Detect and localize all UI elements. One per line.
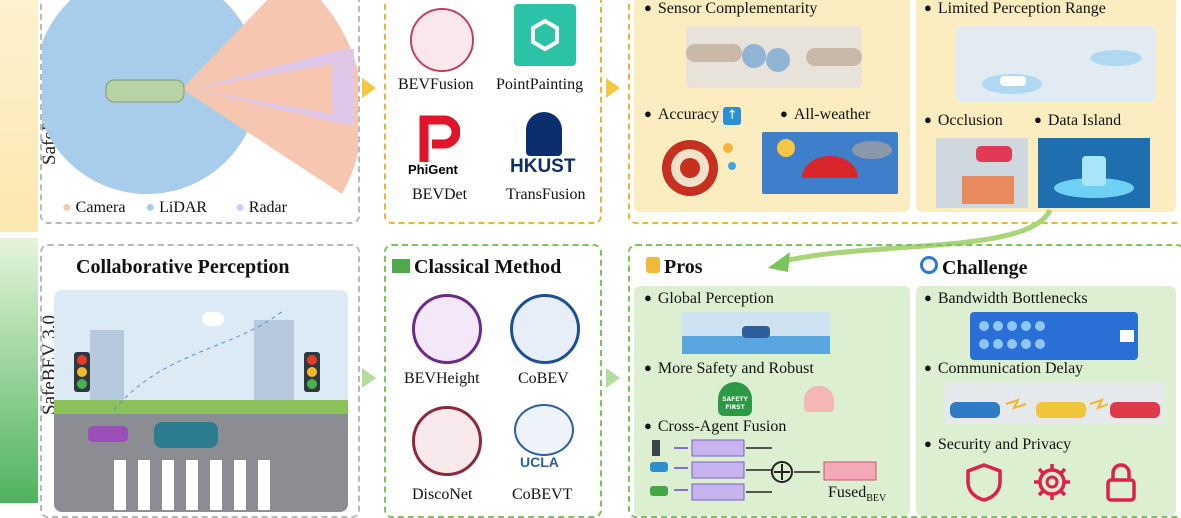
method-label: CoBEVT xyxy=(512,486,573,503)
data-island-image xyxy=(1038,138,1150,208)
challenge-title: Challenge xyxy=(920,256,1028,280)
pros-item: Global Perception xyxy=(644,290,774,308)
collab-title: Collaborative Perception xyxy=(76,256,290,278)
limit-item: Occlusion xyxy=(924,112,1003,130)
sidebar-safebev3 xyxy=(0,238,38,503)
sidebar-safebev2 xyxy=(0,0,38,232)
safety-badge-icon: SAFETY FIRST xyxy=(718,382,752,416)
limit-item: Data Island xyxy=(1034,112,1121,130)
legend-lidar: ● LiDAR xyxy=(145,199,208,216)
pros-title: Pros xyxy=(646,256,703,279)
fused-bev-label: FusedBEV xyxy=(828,484,887,505)
pros-card: Global Perception More Safety and Robust… xyxy=(634,286,910,516)
features-top-panel xyxy=(628,0,1181,224)
flexed-arm-icon xyxy=(804,386,834,412)
feature-item: Sensor Complementarity xyxy=(644,0,818,18)
magnifier-icon xyxy=(920,256,938,274)
classical-title: Classical Method xyxy=(392,256,561,279)
challenge-item: Communication Delay xyxy=(924,360,1083,378)
legend-camera: ● Camera xyxy=(62,199,126,216)
hkust-logo-icon xyxy=(526,112,562,156)
challenge-item: Bandwidth Bottlenecks xyxy=(924,290,1088,308)
arrow-right-icon xyxy=(362,368,376,388)
sidebar-label-top: SafeBEV 2.0 xyxy=(0,40,60,190)
advantages-card: Sensor Complementarity Accuracy ↑ All-we… xyxy=(634,0,910,212)
classical-panel: Classical Method BEVHeight CoBEV UCLA Di… xyxy=(384,244,602,518)
feature-item: All-weather xyxy=(780,106,870,124)
gear-icon xyxy=(1034,464,1070,500)
shield-icon xyxy=(966,463,1002,502)
occlusion-image xyxy=(936,138,1028,208)
method-label: BEVHeight xyxy=(404,370,480,387)
zju-logo-icon xyxy=(510,294,580,364)
puzzle-hands-image xyxy=(686,26,862,88)
radar-inner xyxy=(192,64,332,114)
hkust-logo-text: HKUST xyxy=(510,156,576,177)
pros-item: More Safety and Robust xyxy=(644,360,814,378)
sensor-coverage-diagram xyxy=(42,0,358,194)
phigent-logo-icon xyxy=(418,114,461,164)
thumbs-up-icon xyxy=(646,257,660,273)
road-range-image xyxy=(956,26,1156,102)
bandwidth-bottle-image xyxy=(970,312,1138,360)
arrow-right-icon xyxy=(606,368,620,388)
limitations-card: Limited Perception Range Occlusion Data … xyxy=(916,0,1176,212)
intersection-illustration xyxy=(54,290,348,512)
flag-icon xyxy=(392,259,410,273)
target-image xyxy=(656,134,740,198)
ucla-seal-icon xyxy=(514,404,574,456)
pros-item: Cross-Agent Fusion xyxy=(644,418,786,436)
teal-cube-logo-icon xyxy=(514,4,576,66)
collab-panel: Collaborative Perception xyxy=(40,244,360,518)
up-arrow-icon: ↑ xyxy=(723,107,742,125)
weather-image xyxy=(762,132,898,194)
method-label: DiscoNet xyxy=(412,486,473,503)
method-label: TransFusion xyxy=(506,186,586,203)
tsinghua-logo-icon xyxy=(412,294,482,364)
method-label: CoBEV xyxy=(518,370,569,387)
ego-car-icon xyxy=(105,79,185,103)
feature-item: Accuracy ↑ xyxy=(644,106,742,125)
challenge-item: Security and Privacy xyxy=(924,436,1071,454)
seal-logo-icon xyxy=(410,8,474,72)
legend-radar: ● Radar xyxy=(235,199,287,216)
method-label: PointPainting xyxy=(496,76,584,93)
ucla-logo-text: UCLA xyxy=(520,454,559,470)
limit-item: Limited Perception Range xyxy=(924,0,1106,18)
lock-icon xyxy=(1106,463,1136,502)
methods-top-panel: BEVFusion PointPainting PhiGent HKUST BE… xyxy=(384,0,602,224)
communication-delay-image xyxy=(944,382,1164,424)
disconet-logo-icon xyxy=(412,406,482,476)
phigent-logo-text: PhiGent xyxy=(408,162,458,177)
challenge-card: Bandwidth Bottlenecks Communication Dela… xyxy=(916,286,1176,516)
sidebar-label-bottom: SafeBEV 3.0 xyxy=(38,315,60,415)
global-perception-image xyxy=(682,312,830,354)
method-label: BEVDet xyxy=(412,186,468,203)
cross-agent-fusion-diagram xyxy=(650,439,877,501)
sensor-panel: ● Camera ● LiDAR ● Radar xyxy=(40,0,360,224)
arrow-right-icon xyxy=(606,78,620,98)
arrow-right-icon xyxy=(362,78,376,98)
method-label: BEVFusion xyxy=(398,76,474,93)
sensor-legend: ● Camera ● LiDAR ● Radar xyxy=(62,199,287,217)
